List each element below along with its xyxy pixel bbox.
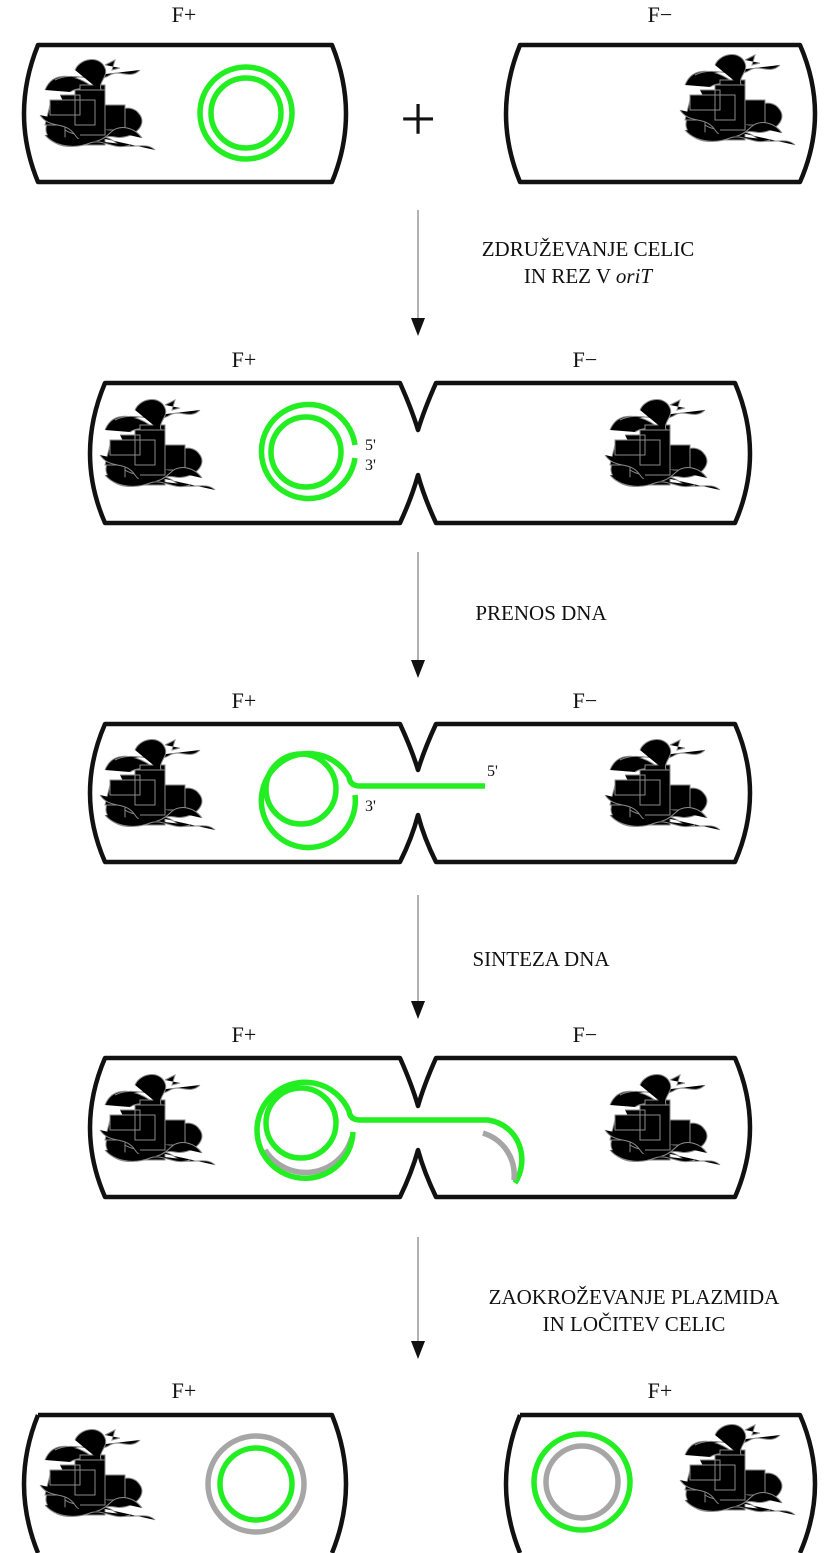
- step2-end3: 3': [365, 457, 376, 474]
- transition-2-line1: PRENOS DNA: [475, 601, 607, 625]
- step5-left-plasmid-outer: [205, 1433, 307, 1535]
- transition-1: ZDRUŽEVANJE CELIC IN REZ V oriT: [411, 210, 694, 336]
- transition-4-line1: ZAOKROŽEVANJE PLAZMIDA: [489, 1285, 781, 1309]
- step4-left-label: F+: [232, 1022, 257, 1047]
- step-1: F+ F− +: [21, 2, 818, 185]
- transition-1-line2: IN REZ V oriT: [524, 264, 653, 288]
- step5-right-plasmid-inner: [543, 1443, 621, 1521]
- step3-end5: 5': [487, 763, 498, 780]
- step1-donor-cell: [21, 42, 349, 185]
- step3-mating-pair: [87, 721, 753, 865]
- step1-plasmid-outer: [197, 64, 295, 162]
- plus-sign: +: [400, 83, 436, 154]
- transition-1-line1: ZDRUŽEVANJE CELIC: [482, 237, 695, 261]
- transition-3-line1: SINTEZA DNA: [472, 947, 610, 971]
- step2-plasmid-inner: [268, 414, 344, 490]
- step5-right-label: F+: [648, 1378, 673, 1403]
- step2-right-label: F−: [573, 347, 598, 372]
- arrow-3-head: [411, 1001, 425, 1019]
- transition-1-orit: oriT: [616, 264, 654, 288]
- transition-3: SINTEZA DNA: [411, 895, 610, 1019]
- arrow-1-head: [411, 318, 425, 336]
- step-5: F+ F+: [21, 1378, 818, 1553]
- step1-right-label: F−: [648, 2, 673, 27]
- transition-4-line2: IN LOČITEV CELIC: [543, 1312, 726, 1336]
- step2-end5: 5': [365, 437, 376, 454]
- step1-plasmid-inner: [208, 75, 284, 151]
- step5-left-plasmid-inner: [217, 1445, 295, 1523]
- step3-right-label: F−: [573, 688, 598, 713]
- step4-mating-pair: [87, 1055, 753, 1200]
- step-4: F+ F−: [87, 1022, 753, 1200]
- step2-plasmid-outer-nicked: [258, 401, 358, 502]
- step4-new-strand-recipient: [482, 1130, 517, 1181]
- transition-1-line2-prefix: IN REZ V: [524, 264, 616, 288]
- step3-end3: 3': [365, 798, 376, 815]
- step-2: F+ F− 5' 3': [87, 347, 753, 526]
- step-3: F+ F− 5' 3': [87, 688, 753, 865]
- step4-right-label: F−: [573, 1022, 598, 1047]
- step3-plasmid-inner: [263, 751, 339, 827]
- step1-left-label: F+: [172, 2, 197, 27]
- step3-left-label: F+: [232, 688, 257, 713]
- step5-left-label: F+: [172, 1378, 197, 1403]
- arrow-2-head: [411, 660, 425, 678]
- step4-plasmid-inner: [263, 1085, 339, 1161]
- step2-left-label: F+: [232, 347, 257, 372]
- step2-mating-pair: [87, 380, 753, 526]
- transition-4: ZAOKROŽEVANJE PLAZMIDA IN LOČITEV CELIC: [411, 1237, 780, 1359]
- arrow-4-head: [411, 1341, 425, 1359]
- transition-2: PRENOS DNA: [411, 552, 607, 678]
- step4-transferred-strand: [254, 1079, 525, 1185]
- step5-right-plasmid-outer: [531, 1431, 633, 1533]
